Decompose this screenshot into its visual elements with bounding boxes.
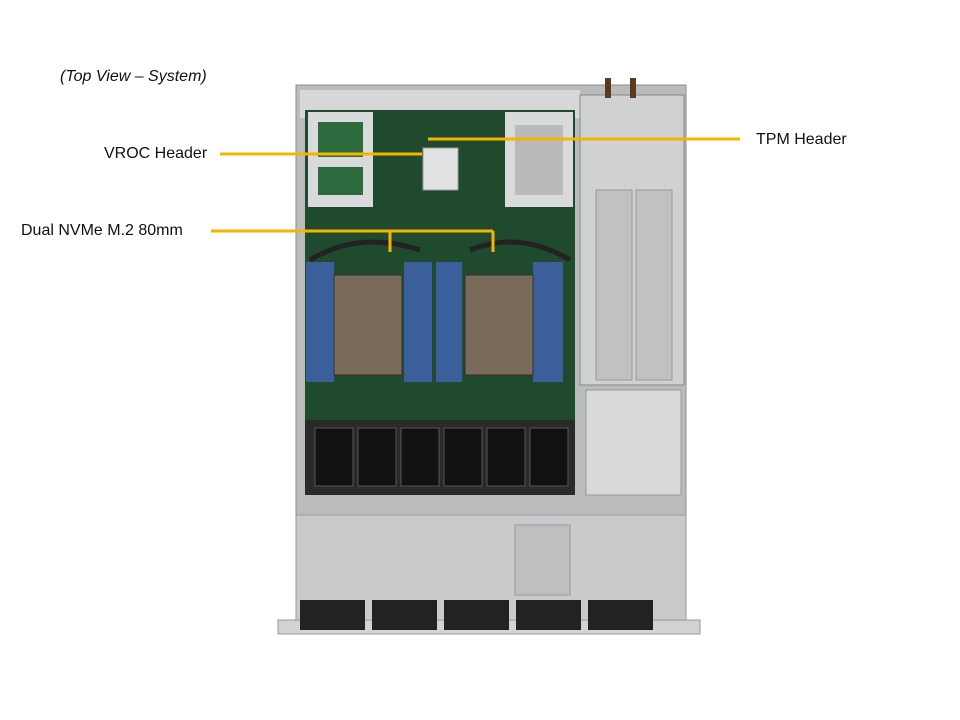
nvme-label: Dual NVMe M.2 80mm	[21, 222, 183, 239]
pch-heatsink	[422, 147, 459, 191]
figure-caption: (Top View – System)	[60, 68, 207, 85]
vroc-header-label: VROC Header	[104, 145, 208, 162]
cpu2-heatsink	[464, 274, 534, 376]
cpu1-heatsink	[333, 274, 403, 376]
tpm-header-label: TPM Header	[756, 131, 847, 148]
